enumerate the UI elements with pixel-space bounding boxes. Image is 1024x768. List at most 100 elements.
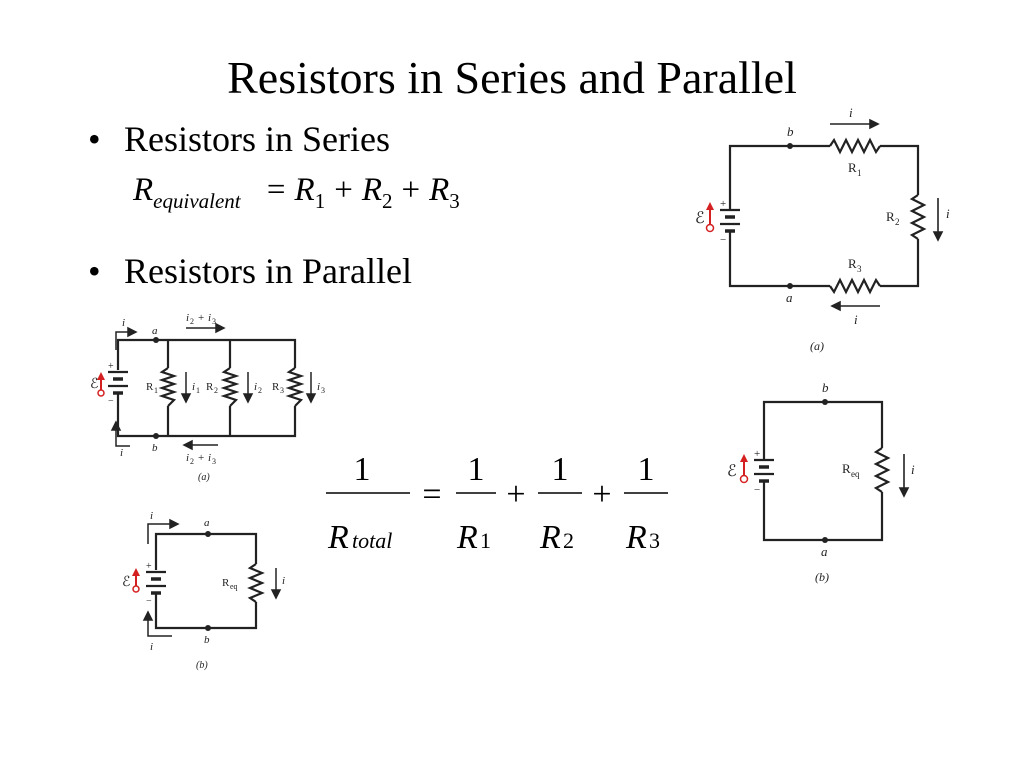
emf-red-terminal — [739, 474, 749, 484]
wire — [728, 232, 830, 288]
current-label-bottom: i — [854, 312, 858, 327]
series-eq-plus-2: + — [401, 172, 421, 208]
node-b-label: b — [822, 380, 829, 395]
bullet-parallel: •Resistors in Parallel — [88, 250, 412, 292]
wire — [790, 144, 920, 195]
emf-source-symbol — [132, 568, 140, 593]
series-eq-term-3: R — [429, 172, 450, 208]
par-eq-den-2-sub: 2 — [563, 528, 574, 553]
emf-red-terminal — [132, 585, 140, 593]
battery-minus-label: − — [108, 396, 114, 407]
node-b-label: b — [787, 124, 794, 139]
current-arrow-top — [147, 523, 172, 544]
node-b — [787, 143, 793, 149]
emf-source-symbol — [739, 454, 749, 484]
svg-text:2: 2 — [190, 457, 194, 466]
r1-label: R — [848, 160, 857, 175]
current-label-right: i — [282, 575, 285, 587]
parallel-circuit-b: ℰ + − a b i i i R eq (b) — [122, 510, 285, 671]
current-arrow-right-head — [270, 589, 282, 600]
emf-source-symbol — [97, 372, 105, 397]
caption-a: (a) — [810, 339, 824, 353]
r2-label: R — [886, 209, 895, 224]
series-eq-term-2-sub: 2 — [381, 189, 393, 213]
current-arrow-bottom — [147, 618, 172, 637]
resistor-r1 — [829, 137, 881, 155]
r1-label-sub: 1 — [154, 386, 158, 395]
node-a-label: a — [786, 290, 793, 305]
node-b — [205, 625, 211, 631]
slide-title: Resistors in Series and Parallel — [227, 52, 797, 103]
resistor-r1 — [158, 367, 178, 407]
current-label: i — [911, 462, 915, 477]
emf-red-arrow-head — [740, 454, 748, 462]
series-eq-term-3-sub: 3 — [449, 189, 460, 213]
battery-plus-label: + — [146, 561, 152, 572]
emf-red-arrow-head — [97, 372, 105, 380]
current-arrow-bottom-head — [142, 610, 154, 621]
parallel-equation: 1 R total = 1 R 1 + 1 R 2 + 1 R 3 — [326, 451, 668, 556]
series-eq-equals: = — [266, 172, 286, 208]
req-label-sub: eq — [230, 582, 238, 591]
svg-text:i: i — [186, 452, 189, 464]
par-eq-den-1: R — [456, 519, 478, 556]
current-arrow-top-head — [215, 322, 226, 334]
node-a — [787, 283, 793, 289]
r3-label-sub: 3 — [857, 264, 862, 274]
par-eq-lhs-num: 1 — [354, 451, 371, 488]
svg-text:3: 3 — [212, 317, 216, 326]
r3-label: R — [848, 256, 857, 271]
node-a — [822, 537, 828, 543]
node-a-label: a — [821, 544, 828, 559]
current-arrow-left-bottom — [115, 428, 130, 447]
series-eq-term-1: R — [294, 172, 315, 208]
series-eq-term-2: R — [361, 172, 382, 208]
current-arrow-i3-head — [305, 393, 317, 404]
series-eq-plus-1: + — [334, 172, 353, 208]
i2-label: i — [254, 381, 257, 393]
node-b-label: b — [204, 634, 210, 646]
wire — [728, 144, 790, 210]
wire-bottom — [116, 394, 297, 438]
par-eq-den-3: R — [625, 519, 647, 556]
bullet-parallel-text: Resistors in Parallel — [124, 251, 412, 291]
req-label: R — [222, 577, 230, 589]
req-label: R — [842, 461, 851, 476]
current-label-top: i — [150, 510, 153, 522]
bottom-current-label: i 2 + i 3 — [186, 452, 216, 466]
current-label-top: i — [849, 105, 853, 120]
emf-source-symbol — [705, 202, 715, 233]
series-eq-term-1-sub: 1 — [314, 189, 326, 213]
node-a-label: a — [204, 517, 210, 529]
current-arrow-head — [898, 487, 910, 498]
par-eq-den-3-sub: 3 — [649, 528, 660, 553]
node-b — [822, 399, 828, 405]
i1-label: i — [192, 381, 195, 393]
r1-label: R — [146, 381, 154, 393]
current-arrow-top-head — [169, 518, 180, 530]
emf-red-arrow-head — [132, 568, 140, 576]
req-label-sub: eq — [851, 469, 860, 479]
resistor-req — [873, 447, 891, 493]
par-eq-num-2: 1 — [552, 451, 569, 488]
bullet-series: •Resistors in Series — [88, 118, 390, 160]
current-arrow-bottom-head — [830, 300, 841, 312]
current-label-right: i — [946, 206, 950, 221]
wire-top — [116, 338, 297, 370]
par-eq-num-3: 1 — [638, 451, 655, 488]
current-arrow-left-bottom-head — [110, 420, 122, 431]
current-label-left-top: i — [122, 317, 125, 329]
emf-label: ℰ — [695, 210, 705, 227]
current-arrow-bottom-head — [182, 439, 193, 451]
series-equation: Requivalent =R1+R2+R3 — [133, 168, 460, 223]
svg-text:3: 3 — [212, 457, 216, 466]
par-eq-lhs-den-sub: total — [352, 528, 392, 553]
node-a — [153, 337, 159, 343]
series-circuit-a: ℰ + − b a i i i R 1 R 2 R 3 (a) — [695, 105, 950, 353]
i1-label-sub: 1 — [196, 386, 200, 395]
current-arrow-top-head — [869, 118, 880, 130]
wire — [154, 594, 258, 630]
i2-label-sub: 2 — [258, 386, 262, 395]
top-current-label: i 2 + i 3 — [186, 312, 216, 326]
i3-label-sub: 3 — [321, 386, 325, 395]
